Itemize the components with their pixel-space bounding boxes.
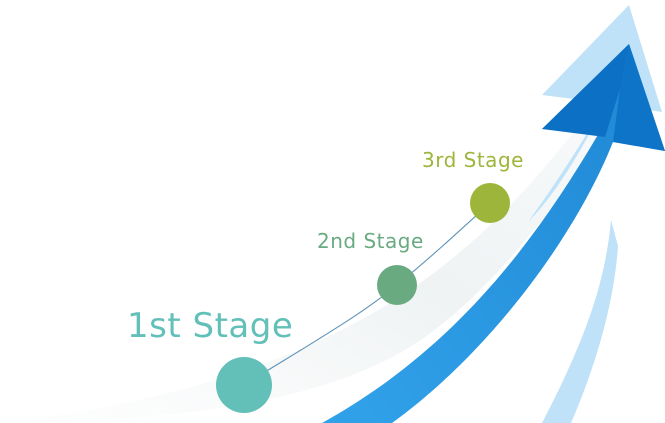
soft-wake-shape: [0, 85, 616, 423]
stage-3-label: 3rd Stage: [422, 148, 524, 172]
stage-3-marker: [470, 183, 510, 223]
stage-1-marker: [216, 357, 272, 413]
arrow-shadow-fold: [542, 44, 629, 137]
stage-2-marker: [377, 265, 417, 305]
stage-1-label: 1st Stage: [127, 306, 294, 346]
arrow-head-highlight: [613, 44, 665, 151]
light-arrow-tail: [542, 220, 618, 423]
stage-2-label: 2nd Stage: [317, 229, 424, 253]
